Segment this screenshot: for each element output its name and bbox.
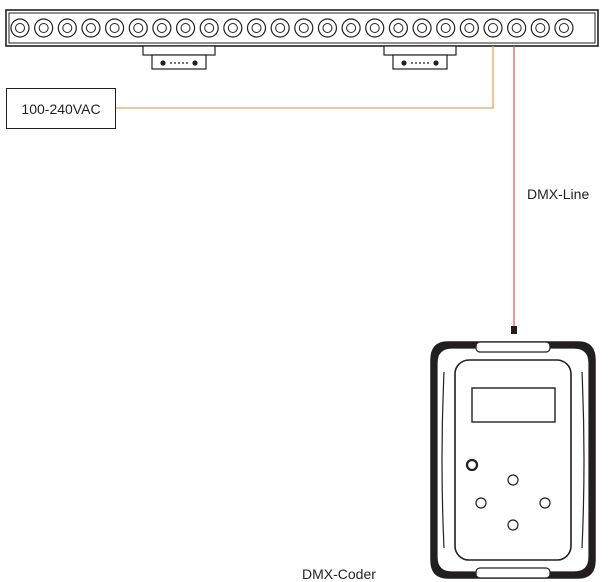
led-lens — [412, 18, 432, 38]
led-lens — [128, 18, 148, 38]
led-emitter — [204, 23, 215, 33]
led-emitter — [251, 23, 262, 33]
led-emitter — [275, 23, 286, 33]
led-emitter — [369, 23, 380, 33]
led-emitter — [15, 23, 25, 33]
dmx-coder-label: DMX-Coder — [302, 566, 376, 582]
led-lens — [554, 18, 574, 38]
led-emitter — [156, 23, 167, 33]
led-lens — [436, 18, 456, 38]
led-lens — [34, 18, 54, 38]
led-lens — [507, 18, 527, 38]
led-emitter — [298, 23, 309, 33]
led-emitter — [85, 23, 96, 33]
led-lens — [10, 18, 30, 38]
down-button — [507, 519, 519, 531]
led-emitter — [393, 23, 404, 33]
led-lens — [57, 18, 77, 38]
mounting-bracket-right — [383, 45, 457, 70]
led-lens — [270, 18, 290, 38]
led-lens — [341, 18, 361, 38]
led-emitter — [417, 23, 428, 33]
led-lens — [104, 18, 125, 38]
led-lens — [530, 18, 550, 38]
led-emitter — [488, 23, 498, 33]
led-lens — [483, 18, 503, 38]
led-bar — [5, 9, 599, 47]
up-button — [507, 474, 519, 486]
power-supply-box: 100-240VAC — [6, 88, 116, 129]
led-lens — [175, 18, 196, 38]
led-row — [10, 18, 574, 38]
led-emitter — [511, 23, 522, 33]
led-lens — [246, 18, 267, 38]
led-lens — [388, 18, 408, 38]
led-emitter — [346, 23, 357, 33]
led-emitter — [464, 23, 475, 33]
led-emitter — [133, 23, 144, 33]
led-lens — [294, 18, 314, 38]
led-lens — [459, 18, 479, 38]
led-emitter — [109, 23, 120, 33]
mounting-bracket-left — [142, 45, 216, 70]
led-lens — [152, 18, 172, 38]
power-button — [465, 458, 479, 472]
led-emitter — [38, 23, 49, 33]
dmx-coder-device — [430, 341, 596, 579]
led-emitter — [535, 23, 546, 33]
led-emitter — [62, 23, 73, 33]
led-emitter — [180, 23, 191, 33]
led-emitter — [558, 23, 569, 33]
led-lens — [365, 18, 385, 38]
led-lens — [317, 18, 338, 38]
left-button — [475, 497, 487, 509]
dmx-connector — [511, 326, 517, 334]
led-emitter — [227, 23, 238, 33]
led-emitter — [322, 23, 333, 33]
power-supply-label: 100-240VAC — [21, 100, 101, 117]
led-lens — [81, 18, 101, 38]
display-screen — [471, 387, 556, 423]
led-lens — [223, 18, 243, 38]
power-cable — [116, 46, 494, 109]
right-button — [539, 497, 551, 509]
dmx-line-label: DMX-Line — [527, 186, 590, 202]
led-emitter — [440, 23, 451, 33]
led-lens — [199, 18, 219, 38]
